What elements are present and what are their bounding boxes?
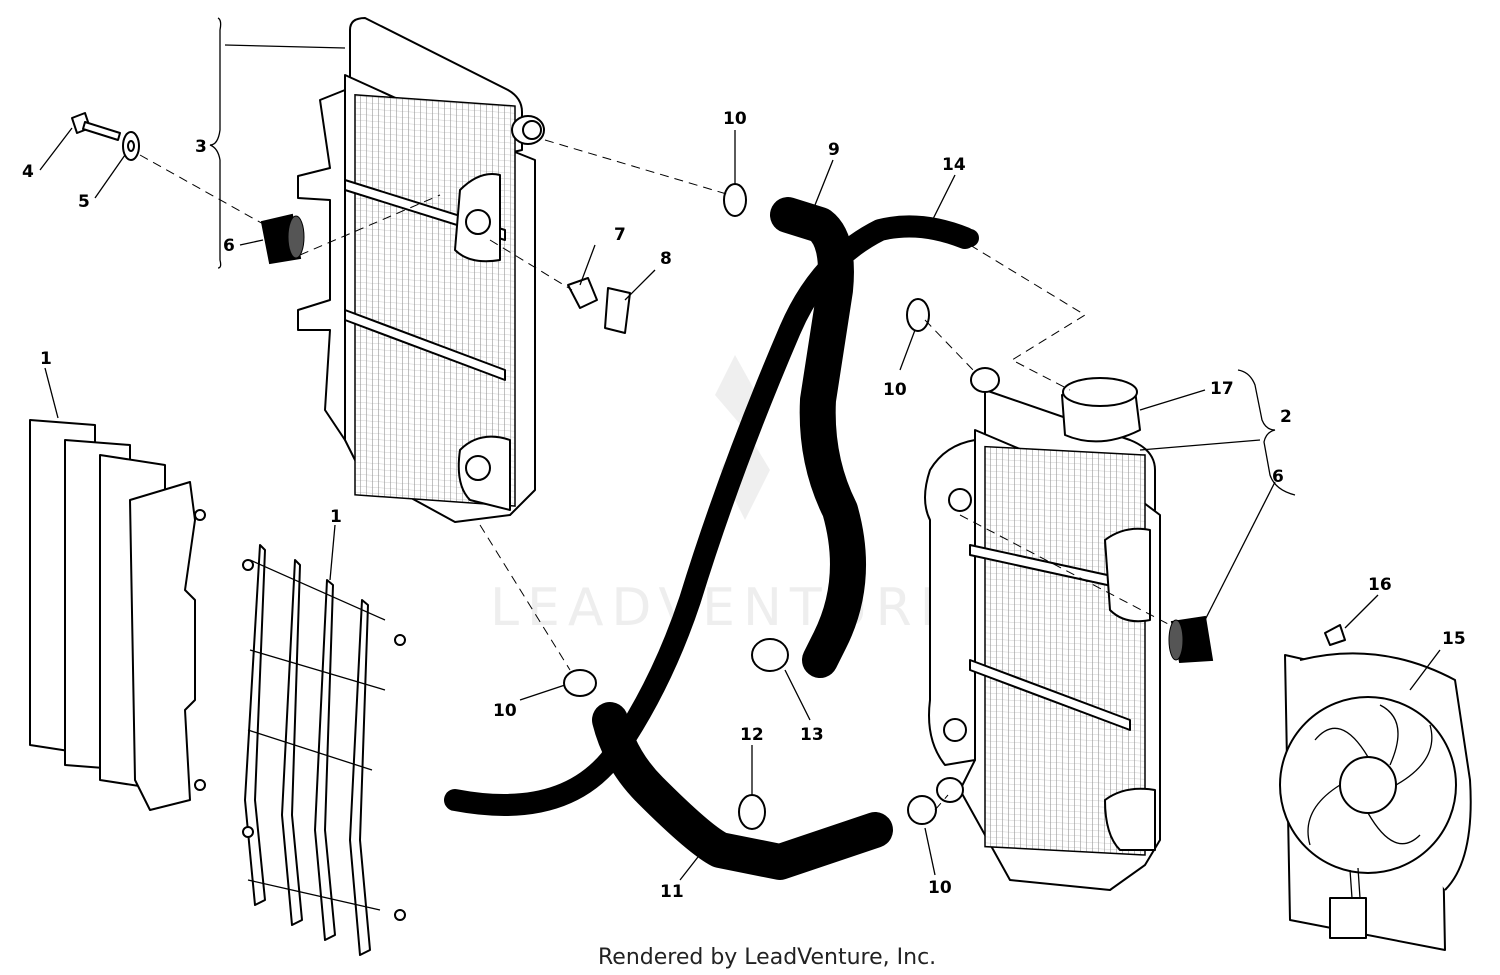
callout-2: 2	[1280, 407, 1292, 427]
callout-10a: 10	[723, 109, 747, 129]
callout-10c: 10	[493, 701, 517, 721]
callout-10d: 10	[928, 878, 952, 898]
callout-11: 11	[660, 882, 684, 902]
callout-15: 15	[1442, 629, 1466, 649]
callout-16: 16	[1368, 575, 1392, 595]
callout-3: 3	[195, 137, 207, 157]
callout-4: 4	[22, 162, 34, 182]
radiator-cap	[1061, 377, 1141, 443]
callout-10b: 10	[883, 380, 907, 400]
callout-14: 14	[942, 155, 966, 175]
hose-lower	[592, 702, 893, 880]
callout-9: 9	[828, 140, 840, 160]
hose-long	[444, 215, 979, 816]
callout-1b: 1	[330, 507, 342, 527]
leader-lines	[39, 17, 1441, 881]
callout-1a: 1	[40, 349, 52, 369]
callout-12: 12	[740, 725, 764, 745]
grommets	[260, 213, 1214, 664]
alignment-lines	[139, 139, 1171, 811]
hose-clamps	[563, 183, 937, 830]
watermark-text: LEADVENTURE	[490, 578, 961, 638]
louver-guard	[242, 544, 406, 956]
callout-17: 17	[1210, 379, 1234, 399]
louver-panels	[29, 419, 206, 811]
callout-6a: 6	[223, 236, 235, 256]
cooling-fan	[1279, 652, 1472, 951]
callout-6b: 6	[1272, 467, 1284, 487]
callout-5: 5	[78, 192, 90, 212]
right-radiator	[924, 367, 1161, 891]
callout-13: 13	[800, 725, 824, 745]
left-radiator	[297, 17, 545, 523]
callout-7: 7	[614, 225, 626, 245]
footer-credit: Rendered by LeadVenture, Inc.	[598, 945, 936, 970]
hardware	[71, 112, 1346, 646]
callout-8: 8	[660, 249, 672, 269]
callout-labels: 1 1 2 3 4 5 6 6 7 8 9 10 10 10 10 11 12 …	[22, 109, 1466, 902]
